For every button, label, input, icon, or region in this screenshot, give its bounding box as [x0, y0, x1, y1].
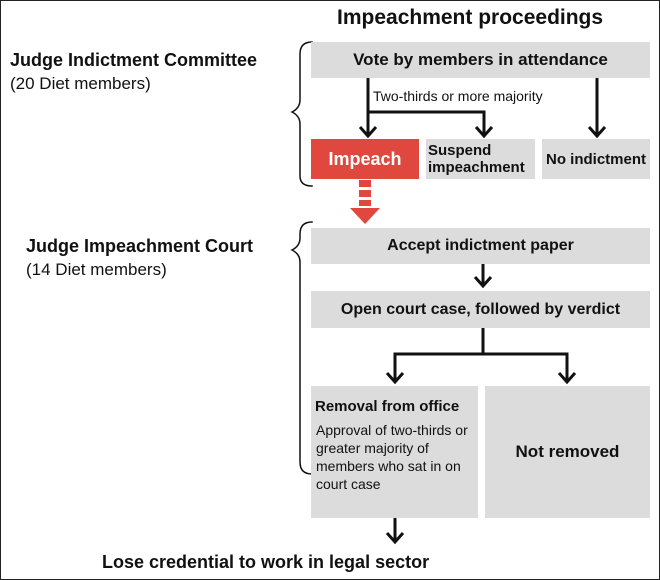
arrowhead-removal — [385, 372, 405, 385]
impeach-to-court-arrow — [350, 180, 380, 224]
removal-title: Removal from office — [315, 398, 460, 415]
suspend-box: Suspend impeachment — [426, 139, 535, 179]
outcome-text: Lose credential to work in legal sector — [102, 552, 430, 572]
committee-bracket — [290, 41, 313, 187]
arrowhead-outcome — [385, 532, 405, 545]
court-members: (14 Diet members) — [26, 260, 167, 279]
not-removed-box: Not removed — [485, 386, 650, 518]
arrowhead-not-removed — [557, 372, 577, 385]
open-case-box: Open court case, followed by verdict — [311, 291, 650, 328]
arrowhead-suspend — [474, 126, 494, 139]
court-name: Judge Impeachment Court — [26, 236, 254, 256]
page-title: Impeachment proceedings — [337, 6, 604, 29]
vote-box: Vote by members in attendance — [311, 42, 650, 78]
accept-box: Accept indictment paper — [311, 228, 650, 264]
committee-name: Judge Indictment Committee — [10, 50, 258, 70]
removal-condition: Approval of two-thirds or greater majori… — [316, 422, 468, 492]
no-indictment-box: No indictment — [542, 139, 650, 179]
split-horizontal-line — [366, 110, 486, 136]
removal-box: Removal from office Approval of two-thir… — [311, 386, 478, 518]
majority-note: Two-thirds or more majority — [373, 88, 543, 104]
impeach-box: Impeach — [311, 139, 419, 179]
arrowhead-no-indictment — [587, 126, 607, 139]
arrowhead-impeach — [358, 126, 378, 139]
court-bracket — [290, 221, 313, 475]
arrowhead-open-case — [473, 276, 493, 289]
committee-members: (20 Diet members) — [10, 74, 151, 93]
